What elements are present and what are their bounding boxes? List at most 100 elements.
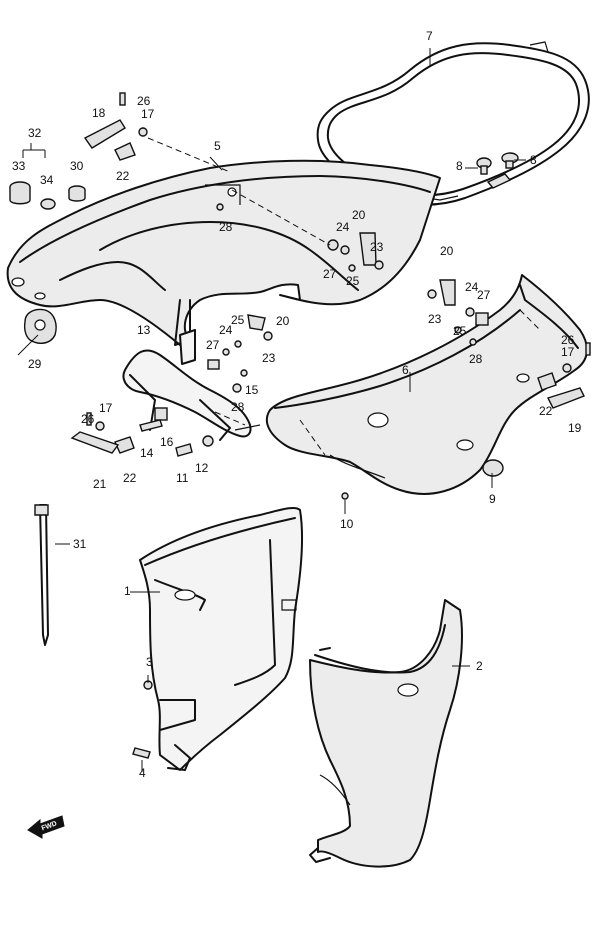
callout-23-upper: 23 (370, 240, 384, 254)
callout-14: 14 (140, 446, 154, 460)
plug-30 (68, 185, 86, 202)
screw-28-upper (216, 203, 224, 211)
callout-33: 33 (12, 159, 26, 173)
grommet-33 (9, 181, 31, 205)
fwd-arrow-icon: FWD (27, 815, 65, 839)
lower-side-cover-left (139, 506, 304, 771)
callout-20-right: 20 (440, 244, 454, 258)
callout-8-right: 8 (530, 153, 537, 167)
callout-32: 32 (28, 126, 42, 140)
collar-12 (202, 435, 214, 447)
callout-15: 15 (245, 383, 259, 397)
callout-16: 16 (160, 435, 174, 449)
callout-26-right: 26 (561, 333, 575, 347)
callout-17-lower: 17 (99, 401, 113, 415)
washer-24-right (465, 307, 475, 317)
callout-31: 31 (73, 537, 87, 551)
bushing-27-center (207, 359, 220, 370)
cap-8-left (476, 157, 492, 175)
nut-25-right (454, 326, 462, 334)
callout-1: 1 (124, 584, 131, 598)
callout-6: 6 (402, 363, 409, 377)
lever-21 (70, 431, 120, 454)
leader-lines (17, 48, 526, 772)
callout-23-center: 23 (262, 351, 276, 365)
bushing-27-right (475, 312, 489, 326)
callout-26-lower: 26 (81, 412, 95, 426)
hook-20-right (439, 279, 456, 306)
bolt-23-upper (374, 260, 384, 270)
plug-34 (40, 198, 56, 210)
pin-26-right (585, 342, 591, 356)
nut-25-upper (348, 264, 356, 272)
callout-24-right: 24 (465, 280, 479, 294)
callout-9: 9 (489, 492, 496, 506)
callout-2: 2 (476, 659, 483, 673)
washer-24-center (222, 348, 230, 356)
upper-front-cover (265, 274, 588, 495)
bracket (122, 349, 261, 441)
callout-27-center: 27 (206, 338, 220, 352)
callout-30: 30 (70, 159, 84, 173)
callout-25-upper: 25 (346, 274, 360, 288)
pin-26-upper (119, 92, 126, 106)
callout-24-upper: 24 (336, 220, 350, 234)
callout-28-right: 28 (469, 352, 483, 366)
hook-20-center (247, 314, 266, 331)
assembly-guide-lines (147, 137, 541, 456)
callout-26-upper: 26 (137, 94, 151, 108)
bolt-15 (232, 383, 242, 393)
screw-28-center (240, 369, 248, 377)
bolt-23-center (263, 331, 273, 341)
callout-13: 13 (137, 323, 151, 337)
bolt-14 (139, 419, 163, 432)
callout-25-right: 25 (453, 324, 467, 338)
callout-5: 5 (214, 139, 221, 153)
grommet-9 (482, 459, 504, 477)
screw-17-right (562, 363, 572, 373)
callout-17-upper: 17 (141, 107, 155, 121)
screw-17-lower (95, 421, 105, 431)
washer-24-upper (340, 245, 350, 255)
callout-20-upper: 20 (352, 208, 366, 222)
lever-19 (547, 387, 585, 409)
callout-34: 34 (40, 173, 54, 187)
callout-22-right: 22 (539, 404, 553, 418)
cap-8-right (486, 152, 519, 189)
callout-12: 12 (195, 461, 209, 475)
callout-29: 29 (28, 357, 42, 371)
callout-10: 10 (340, 517, 354, 531)
callout-27-upper: 27 (323, 267, 337, 281)
callout-3: 3 (146, 655, 153, 669)
bushing-27-upper (327, 239, 339, 251)
screw-10 (341, 492, 349, 500)
clip-22-right (537, 372, 557, 391)
callout-18: 18 (92, 106, 106, 120)
callout-24-center: 24 (219, 323, 233, 337)
callout-8-left: 8 (456, 159, 463, 173)
nut-25-center (234, 340, 242, 348)
callout-4: 4 (139, 766, 146, 780)
grommet-29 (23, 308, 57, 344)
screw-28-right (469, 338, 477, 346)
callout-7: 7 (426, 29, 433, 43)
grommet-16 (154, 407, 168, 421)
callout-28-center: 28 (231, 400, 245, 414)
callout-20-center: 20 (276, 314, 290, 328)
callout-23-right: 23 (428, 312, 442, 326)
callout-28-upper: 28 (219, 220, 233, 234)
callout-22-lower: 22 (123, 471, 137, 485)
callout-21: 21 (93, 477, 107, 491)
bolt-23-right (427, 289, 437, 299)
upper-rear-cover (6, 159, 441, 365)
callout-19: 19 (568, 421, 582, 435)
clip-22-lower (114, 436, 135, 454)
callout-25-center: 25 (231, 313, 245, 327)
lever-18 (83, 119, 148, 149)
pin-26-lower (86, 412, 92, 426)
clip-22-upper (114, 142, 136, 161)
bushing-11 (175, 443, 193, 457)
callout-17-right: 17 (561, 345, 575, 359)
